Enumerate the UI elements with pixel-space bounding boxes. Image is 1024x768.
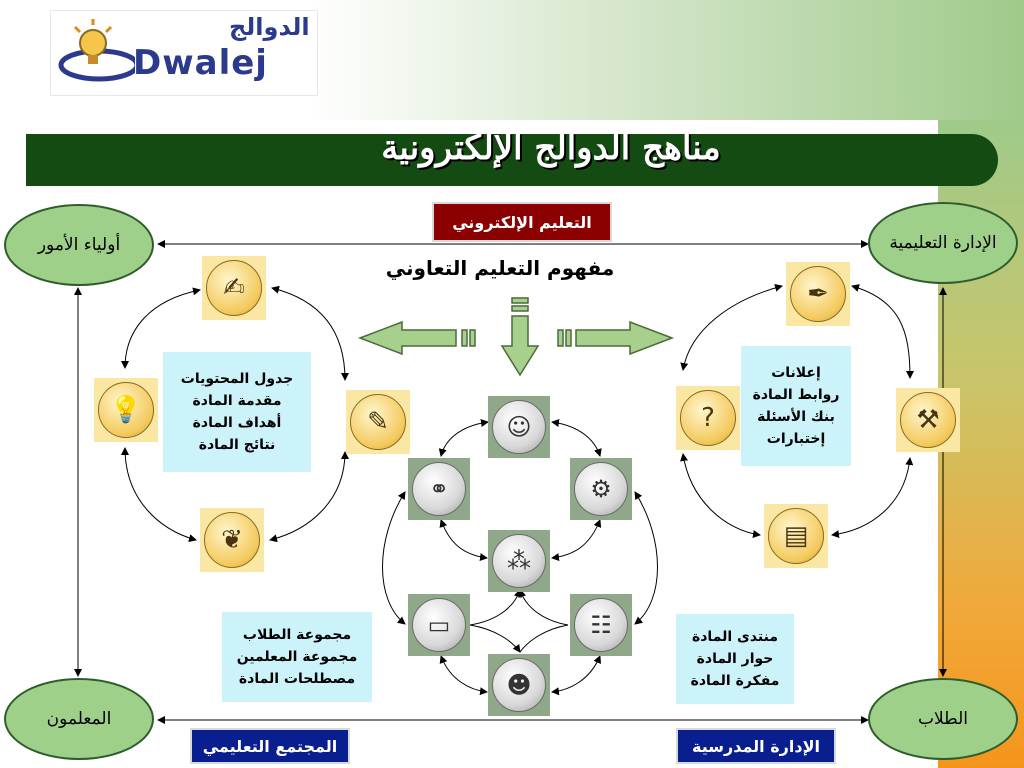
oval-education-admin[interactable]: الإدارة التعليمية bbox=[868, 202, 1018, 284]
block-arrow-down bbox=[500, 315, 540, 377]
label-school-admin: الإدارة المدرسية bbox=[676, 728, 836, 764]
info-box-right-bottom: منتدى المادة حوار المادة مفكرة المادة bbox=[676, 614, 794, 704]
logo: الدوالج Dwalej bbox=[50, 10, 318, 96]
tile-center-middle[interactable]: ⁂ bbox=[488, 530, 550, 592]
logo-latin-text: Dwalej bbox=[133, 43, 268, 83]
logo-arabic-text: الدوالج bbox=[229, 13, 310, 41]
molecule-icon: ⁂ bbox=[492, 534, 546, 588]
info-box-left-bottom: مجموعة الطلاب مجموعة المعلمين مصطلحات ال… bbox=[222, 612, 372, 702]
list-item: روابط المادة bbox=[752, 387, 840, 403]
title-bar bbox=[26, 134, 998, 186]
people-group-icon: ☺ bbox=[492, 400, 546, 454]
tools-icon: ⚒ bbox=[900, 392, 956, 448]
block-arrow-left bbox=[357, 320, 457, 356]
list-item: نتائج المادة bbox=[198, 437, 276, 453]
list-item: مفكرة المادة bbox=[690, 673, 780, 689]
list-item: مصطلحات المادة bbox=[238, 671, 356, 687]
pen-hand-icon: ✍ bbox=[206, 260, 262, 316]
label-school-admin-text: الإدارة المدرسية bbox=[692, 736, 820, 756]
tile-right-top[interactable]: ✒ bbox=[786, 262, 850, 326]
list-item: مقدمة المادة bbox=[192, 393, 282, 409]
tile-left-bottom[interactable]: ❦ bbox=[200, 508, 264, 572]
oval-parents[interactable]: أولياء الأمور bbox=[4, 204, 154, 286]
info-box-left-top: جدول المحتويات مقدمة المادة أهداف المادة… bbox=[163, 352, 311, 472]
block-arrow-right bbox=[575, 320, 675, 356]
list-item: حوار المادة bbox=[696, 651, 774, 667]
oval-students[interactable]: الطلاب bbox=[868, 678, 1018, 760]
page-title: مناهج الدوالج الإلكترونية bbox=[381, 128, 721, 168]
list-item: بنك الأسئلة bbox=[757, 409, 835, 425]
list-item: جدول المحتويات bbox=[180, 371, 294, 387]
tile-center-lower-left[interactable]: ▭ bbox=[408, 594, 470, 656]
question-person-icon: ? bbox=[680, 390, 736, 446]
projector-icon: ▭ bbox=[412, 598, 466, 652]
tile-center-right[interactable]: ⚙ bbox=[570, 458, 632, 520]
list-item: منتدى المادة bbox=[691, 629, 779, 645]
lightbulb-logo-icon bbox=[58, 19, 135, 82]
tile-center-bottom[interactable]: ☻ bbox=[488, 654, 550, 716]
oval-teachers-label: المعلمون bbox=[46, 709, 112, 729]
handshake-icon: ⚭ bbox=[412, 462, 466, 516]
tile-right-bottom[interactable]: ▤ bbox=[764, 504, 828, 568]
audience-icon: ☷ bbox=[574, 598, 628, 652]
list-item: إختبارات bbox=[766, 431, 826, 447]
tile-center-top[interactable]: ☺ bbox=[488, 396, 550, 458]
label-elearning: التعليم الإلكتروني bbox=[432, 202, 612, 242]
book-hands-icon: ❦ bbox=[204, 512, 260, 568]
tile-right-left[interactable]: ? bbox=[676, 386, 740, 450]
list-item: مجموعة الطلاب bbox=[242, 627, 352, 643]
label-community-text: المجتمع التعليمي bbox=[202, 736, 338, 756]
label-community: المجتمع التعليمي bbox=[190, 728, 350, 764]
list-item: مجموعة المعلمين bbox=[236, 649, 358, 665]
tile-left-right[interactable]: ✎ bbox=[346, 390, 410, 454]
oval-admin-label: الإدارة التعليمية bbox=[889, 233, 997, 253]
concept-heading: مفهوم التعليم التعاوني bbox=[385, 256, 615, 280]
robot-icon: ⚙ bbox=[574, 462, 628, 516]
list-item: إعلانات bbox=[771, 365, 821, 381]
oval-students-label: الطلاب bbox=[918, 709, 968, 729]
tile-right-right[interactable]: ⚒ bbox=[896, 388, 960, 452]
tile-center-left[interactable]: ⚭ bbox=[408, 458, 470, 520]
label-elearning-text: التعليم الإلكتروني bbox=[452, 212, 592, 232]
tile-left-top[interactable]: ✍ bbox=[202, 256, 266, 320]
lightbulb-icon: 💡 bbox=[98, 382, 154, 438]
tile-center-lower-right[interactable]: ☷ bbox=[570, 594, 632, 656]
oval-parents-label: أولياء الأمور bbox=[37, 235, 121, 255]
hand-writing-icon: ✒ bbox=[790, 266, 846, 322]
box-icon: ▤ bbox=[768, 508, 824, 564]
notebook-icon: ✎ bbox=[350, 394, 406, 450]
tile-left-left[interactable]: 💡 bbox=[94, 378, 158, 442]
list-item: أهداف المادة bbox=[192, 415, 282, 431]
info-box-right-top: إعلانات روابط المادة بنك الأسئلة إختبارا… bbox=[741, 346, 851, 466]
oval-teachers[interactable]: المعلمون bbox=[4, 678, 154, 760]
speaker-icon: ☻ bbox=[492, 658, 546, 712]
